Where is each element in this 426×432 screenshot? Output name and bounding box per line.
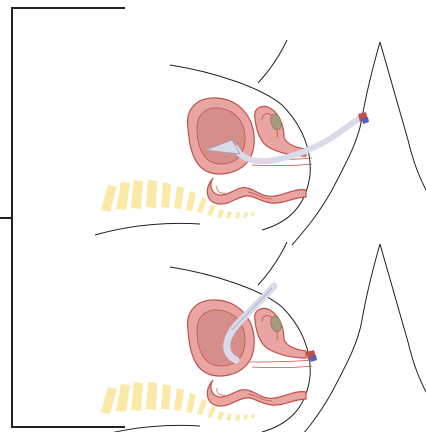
pelvic-anatomy [95, 242, 426, 432]
pelvic-anatomy [95, 40, 426, 245]
suprapubic-catheter-panel [95, 242, 426, 432]
figure-bracket [0, 8, 125, 427]
urethral-catheter-panel [95, 40, 426, 245]
catheter-connector-icon [358, 112, 369, 124]
